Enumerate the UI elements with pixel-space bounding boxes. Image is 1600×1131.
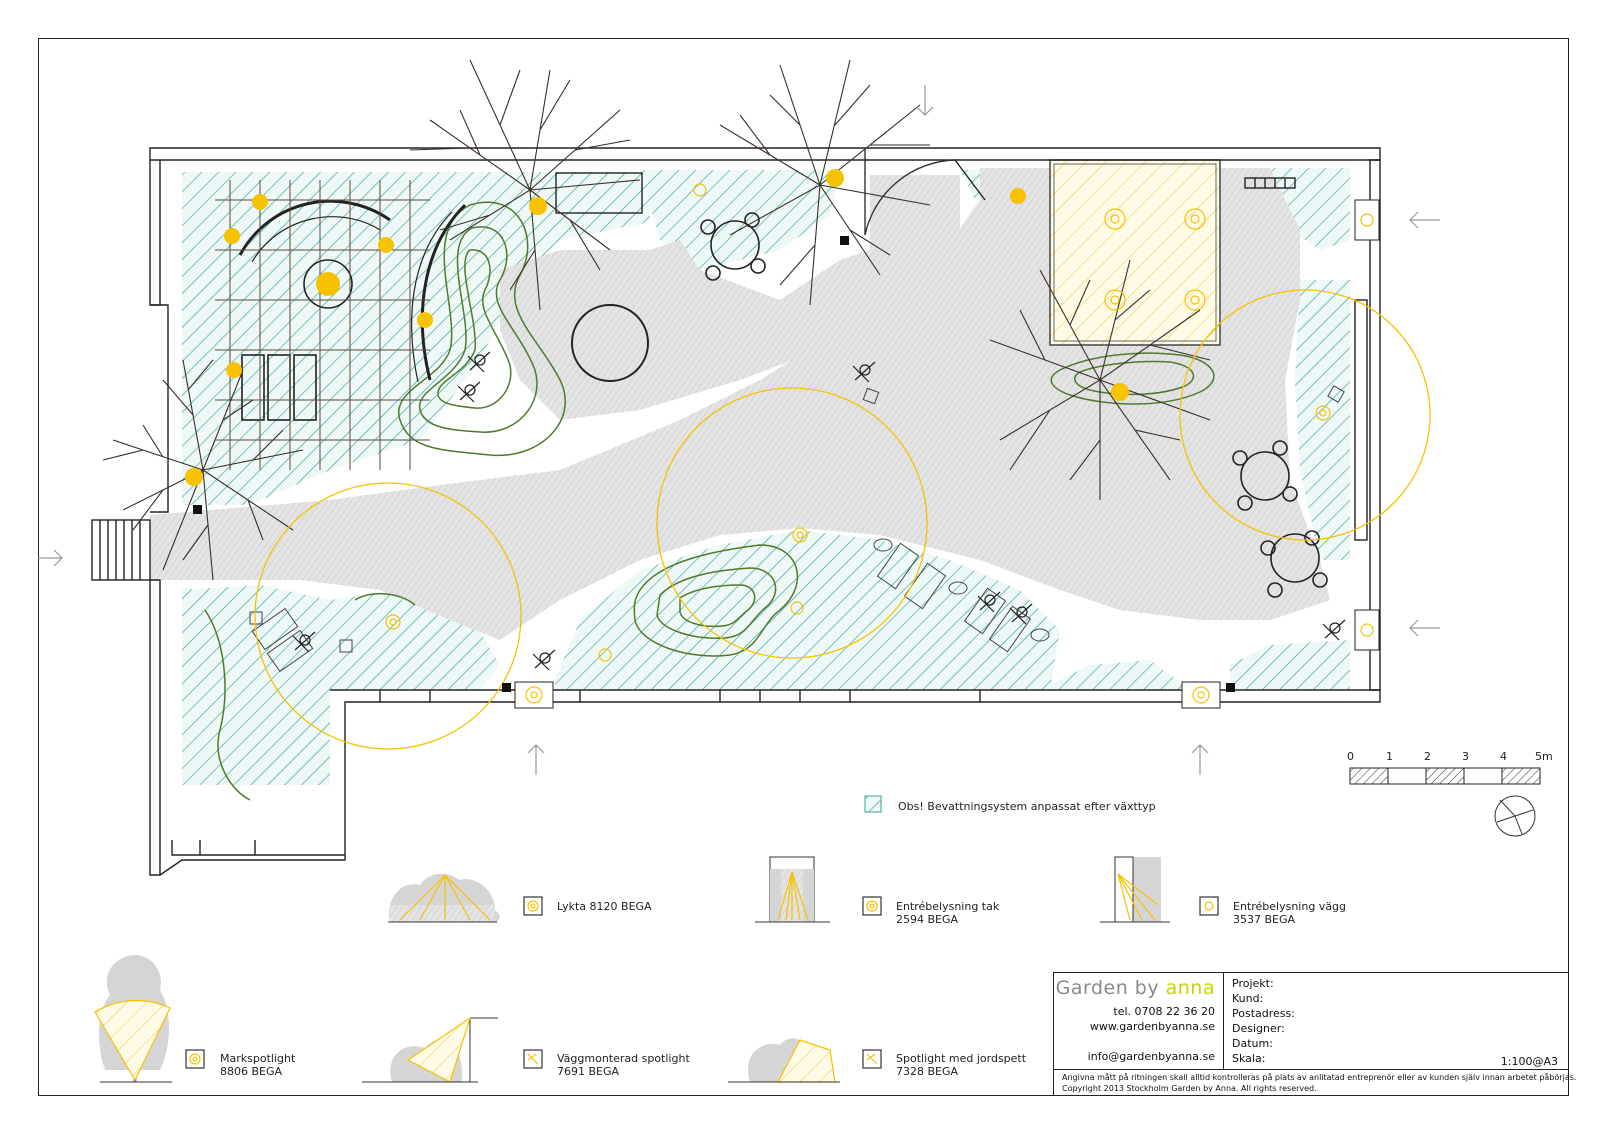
entrance-arrows [38,85,1440,775]
scale-tick-1: 1 [1386,750,1393,763]
title-block-contact: Garden by anna tel. 0708 22 36 20 www.ga… [1054,973,1224,1069]
field-projekt: Projekt: [1232,977,1274,990]
light-coverage [254,289,1431,750]
people-figures [292,351,1346,671]
title-block-disclaimer: Angivna mått på ritningen skall alltid k… [1054,1069,1576,1097]
legend-jordspett-symbol [862,1049,882,1069]
contact-phone: tel. 0708 22 36 20 [1113,1005,1215,1018]
contact-email[interactable]: info@gardenbyanna.se [1087,1050,1215,1063]
irrigation-note: Obs! Bevattningsystem anpassat efter väx… [898,800,1156,813]
deck-inner-edge [1053,163,1217,342]
furniture [215,180,1345,673]
scale-tick-3: 3 [1462,750,1469,763]
brand-logo: Garden by anna [1055,977,1215,999]
contact-website[interactable]: www.gardenbyanna.se [1089,1020,1215,1033]
legend-markspotlight-illustration [94,955,172,1083]
irrigation-swatch [864,795,882,813]
legend-lykta-label: Lykta 8120 BEGA [557,900,652,913]
deck-area [1049,159,1221,346]
legend-jordspett-illustration [728,1038,840,1083]
copyright-line: Copyright 2013 Stockholm Garden by Anna.… [1062,1084,1317,1093]
scale-tick-2: 2 [1424,750,1431,763]
field-kund: Kund: [1232,992,1264,1005]
paved-paths [150,168,1330,640]
legend-lykta-symbol [523,896,543,916]
trees [102,59,1211,581]
legend-entre-vagg-illustration [1100,856,1170,923]
legend-lykta-illustration [388,873,500,923]
legend-entre-vagg-symbol [1199,896,1219,916]
legend-markspotlight-symbol [185,1049,205,1069]
scale-bar-graphic [1349,767,1541,785]
legend-entre-tak-symbol [862,896,882,916]
legend-entre-tak-illustration [755,856,830,923]
title-block: Garden by anna tel. 0708 22 36 20 www.ga… [1053,972,1576,1097]
field-skala: Skala: [1232,1052,1266,1065]
scale-tick-5: 5m [1535,750,1553,763]
field-datum: Datum: [1232,1037,1273,1050]
scale-value: 1:100@A3 [1500,1055,1558,1068]
legend-vaggspotlight-illustration [362,1016,498,1083]
north-arrow-icon [1494,795,1536,837]
legend-vaggspotlight-symbol [523,1049,543,1069]
field-postadress: Postadress: [1232,1007,1295,1020]
drawing-frame [38,38,1569,1096]
field-designer: Designer: [1232,1022,1285,1035]
scale-tick-0: 0 [1347,750,1354,763]
disclaimer-line: Angivna mått på ritningen skall alltid k… [1062,1073,1577,1082]
walls [91,147,1381,876]
scale-tick-4: 4 [1500,750,1507,763]
light-fixtures [185,169,1380,709]
